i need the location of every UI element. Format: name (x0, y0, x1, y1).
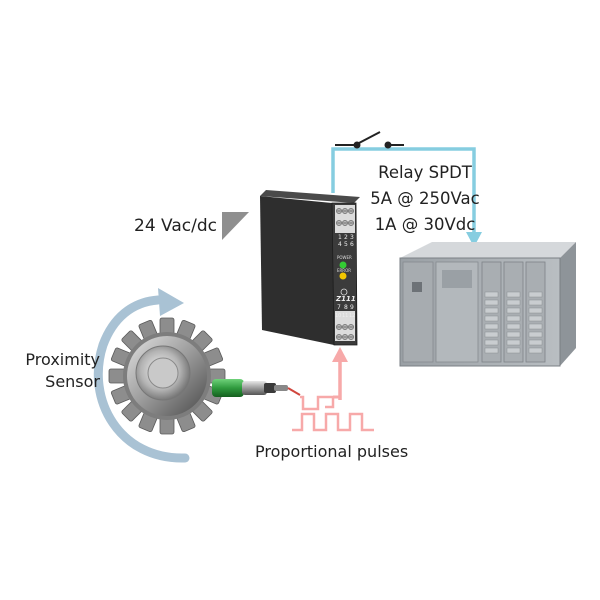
plc-terminal (506, 291, 521, 298)
pulse-waveform (292, 412, 374, 432)
plc-terminal (528, 347, 543, 354)
terminal-label-2: 2 (344, 234, 348, 241)
relay-connection-lines (331, 147, 482, 247)
plc-terminal (506, 315, 521, 322)
power-input-arrow (222, 212, 249, 240)
plc-terminal (506, 339, 521, 346)
relay-rating-dc: 1A @ 30Vdc (374, 215, 476, 234)
sensor-label-line2: Sensor (45, 372, 100, 391)
plc-terminal (528, 339, 543, 346)
relay-spec-label: Relay SPDT 5A @ 250Vac 1A @ 30Vdc (360, 160, 490, 238)
switch-symbol (335, 131, 404, 149)
plc-terminal (528, 307, 543, 314)
pulses-label: Proportional pulses (255, 442, 409, 461)
led-power-label: POWER (337, 255, 352, 260)
terminal-label-6: 6 (350, 241, 354, 248)
terminal-label-5: 5 (344, 241, 348, 248)
plc-terminal (506, 347, 521, 354)
proximity-sensor-label: Proximity Sensor (20, 349, 100, 393)
pulse-connection-lines (300, 347, 348, 411)
terminal-label-10: 10 (335, 313, 341, 319)
device-model: Z111 (335, 295, 356, 303)
terminal-label-3: 3 (350, 234, 354, 241)
plc-terminal (484, 299, 499, 306)
plc-rack (399, 242, 576, 367)
terminal-label-11: 11 (342, 313, 348, 319)
terminal-label-7: 7 (337, 304, 341, 311)
plc-terminal (484, 339, 499, 346)
terminal-label-8: 8 (344, 304, 348, 311)
converter-module (260, 190, 360, 346)
plc-terminal (528, 291, 543, 298)
relay-title: Relay SPDT (378, 163, 472, 182)
plc-terminal (506, 331, 521, 338)
plc-terminal (484, 323, 499, 330)
terminal-label-9: 9 (350, 304, 354, 311)
proximity-sensor (212, 379, 301, 397)
plc-terminal (484, 331, 499, 338)
terminal-label-12: 12 (349, 313, 355, 319)
plc-terminal (506, 307, 521, 314)
rotation-arrow (93, 288, 190, 463)
plc-terminal (528, 331, 543, 338)
plc-terminal (484, 315, 499, 322)
plc-terminal (528, 299, 543, 306)
plc-terminal (528, 315, 543, 322)
supply-voltage-label: 24 Vac/dc (134, 216, 217, 236)
plc-terminal (484, 307, 499, 314)
plc-terminal (484, 347, 499, 354)
sensor-label-line1: Proximity (25, 350, 100, 369)
plc-terminal (506, 323, 521, 330)
plc-terminal (528, 323, 543, 330)
gear (108, 317, 226, 435)
plc-terminal (484, 291, 499, 298)
plc-terminal (506, 299, 521, 306)
terminal-label-4: 4 (338, 241, 342, 248)
led-error-label: ERROR (337, 268, 351, 273)
relay-rating-ac: 5A @ 250Vac (370, 189, 480, 208)
terminal-label-1: 1 (338, 234, 342, 241)
